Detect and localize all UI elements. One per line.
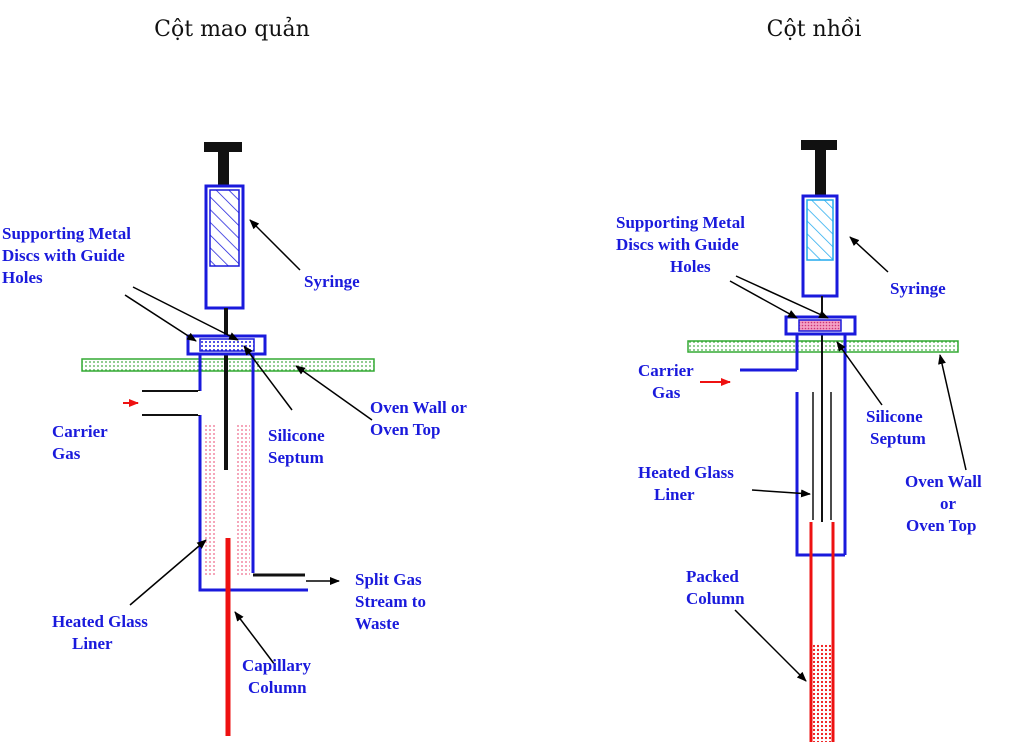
right-label-carrier: Carrier Gas	[638, 361, 698, 402]
right-arrow-column	[734, 609, 807, 682]
left-arrow-septum	[243, 345, 293, 411]
left-title: Cột mao quản	[154, 16, 310, 42]
right-plunger-rod	[815, 150, 826, 196]
right-septum	[798, 319, 842, 332]
right-body-lower	[795, 392, 845, 557]
left-liner-left	[203, 424, 217, 576]
left-arrow-supporting-2	[132, 286, 239, 341]
right-label-column: Packed Column	[686, 567, 745, 608]
right-label-supporting: Supporting Metal Discs with Guide Holes	[616, 213, 749, 276]
left-septum	[199, 338, 255, 352]
right-arrow-liner	[751, 489, 811, 498]
right-arrow-oven	[938, 354, 967, 471]
left-label-syringe: Syringe	[304, 272, 360, 291]
left-arrow-supporting-1	[124, 294, 197, 342]
right-plunger-cap	[801, 140, 837, 150]
right-injector	[687, 140, 967, 742]
right-arrow-supporting-1	[729, 280, 798, 319]
left-labels: Supporting Metal Discs with Guide Holes …	[2, 224, 471, 697]
right-arrow-syringe	[849, 236, 889, 273]
right-label-syringe: Syringe	[890, 279, 946, 298]
left-label-septum: Silicone Septum	[268, 426, 329, 467]
right-arrow-supporting-2	[735, 275, 829, 319]
left-label-oven: Oven Wall or Oven Top	[370, 398, 471, 439]
left-arrow-capillary	[234, 611, 276, 666]
right-label-liner: Heated Glass Liner	[638, 463, 738, 504]
right-syringe-fluid	[806, 199, 834, 261]
left-injector	[81, 142, 375, 736]
left-plunger-cap	[204, 142, 242, 152]
right-labels: Supporting Metal Discs with Guide Holes …	[616, 213, 986, 608]
left-label-split: Split Gas Stream to Waste	[355, 570, 430, 633]
left-body-wall-left	[198, 354, 308, 592]
right-label-oven: Oven Wall or Oven Top	[905, 472, 986, 535]
left-arrow-liner	[129, 539, 207, 606]
right-column-packing	[813, 644, 831, 742]
right-title: Cột nhồi	[767, 16, 862, 42]
left-plunger-rod	[218, 152, 229, 186]
left-liner-right	[236, 424, 250, 576]
right-arrow-septum	[836, 341, 883, 406]
left-arrow-oven	[295, 365, 373, 421]
left-syringe-fluid	[209, 189, 240, 267]
left-label-carrier: Carrier Gas	[52, 422, 112, 463]
right-label-septum: Silicone Septum	[866, 407, 927, 448]
left-arrow-syringe	[249, 219, 301, 271]
left-label-liner: Heated Glass Liner	[52, 612, 152, 653]
left-label-supporting: Supporting Metal Discs with Guide Holes	[2, 224, 135, 287]
left-label-column: Capillary Column	[242, 656, 315, 697]
